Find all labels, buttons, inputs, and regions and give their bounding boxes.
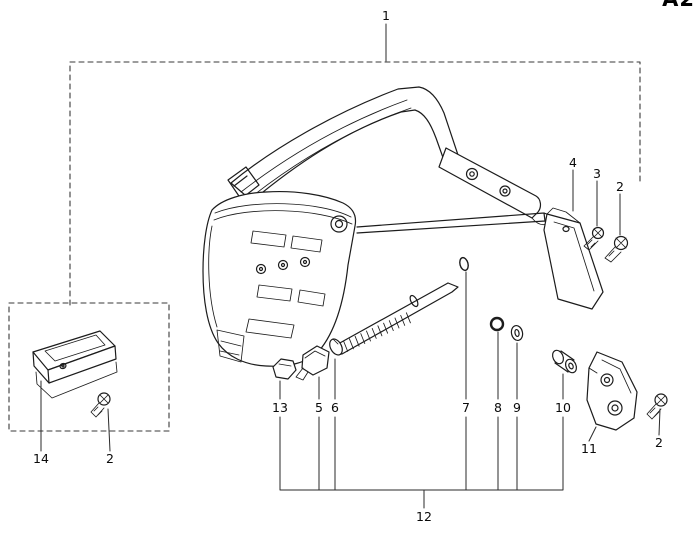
callout-2-bottom-right: 2 [655, 434, 663, 450]
part-6-sleeve [329, 338, 343, 356]
screw-2-bottom-right [646, 393, 668, 420]
callout-7: 7 [462, 399, 470, 415]
part-5-guide-block [295, 345, 330, 381]
page-code: A2 [655, 0, 695, 11]
screw-3 [583, 226, 605, 251]
callout-8: 8 [494, 399, 502, 415]
kit-12-bracket-lines [279, 416, 564, 509]
screw-2-top-right [604, 235, 629, 263]
callout-10: 10 [555, 399, 571, 415]
callout-13: 13 [272, 399, 288, 415]
assembly-boundary-main [69, 61, 641, 306]
callout-9: 9 [513, 399, 521, 415]
callout-6: 6 [331, 399, 339, 415]
callout-14: 14 [33, 450, 49, 466]
callout-2-top-right: 2 [616, 178, 624, 194]
part-7-washer [459, 256, 469, 272]
callout-5: 5 [315, 399, 323, 415]
part-14-plate [32, 330, 118, 399]
callout-11: 11 [581, 440, 597, 456]
page-code-text: A2 [655, 0, 695, 11]
guard-arm [438, 147, 548, 226]
part-10-bushing [551, 349, 578, 374]
hand-guard [227, 86, 460, 202]
brake-band [356, 212, 553, 234]
callout-4: 4 [569, 154, 577, 170]
part-11-cover [586, 351, 638, 431]
callout-2-left: 2 [106, 450, 114, 466]
screw-2-left [90, 392, 111, 418]
part-13-nut [272, 358, 297, 380]
part-4-brake-plate [543, 207, 604, 310]
callout-1: 1 [382, 7, 390, 23]
tensioner-rod [337, 282, 459, 355]
cover-bosses [255, 215, 348, 275]
callout-3: 3 [593, 165, 601, 181]
part-8-oring [489, 316, 505, 332]
callout-leader-lines [40, 23, 661, 452]
callout-12: 12 [416, 508, 432, 524]
clutch-cover-body [202, 190, 357, 367]
part-9-washer [510, 324, 524, 342]
